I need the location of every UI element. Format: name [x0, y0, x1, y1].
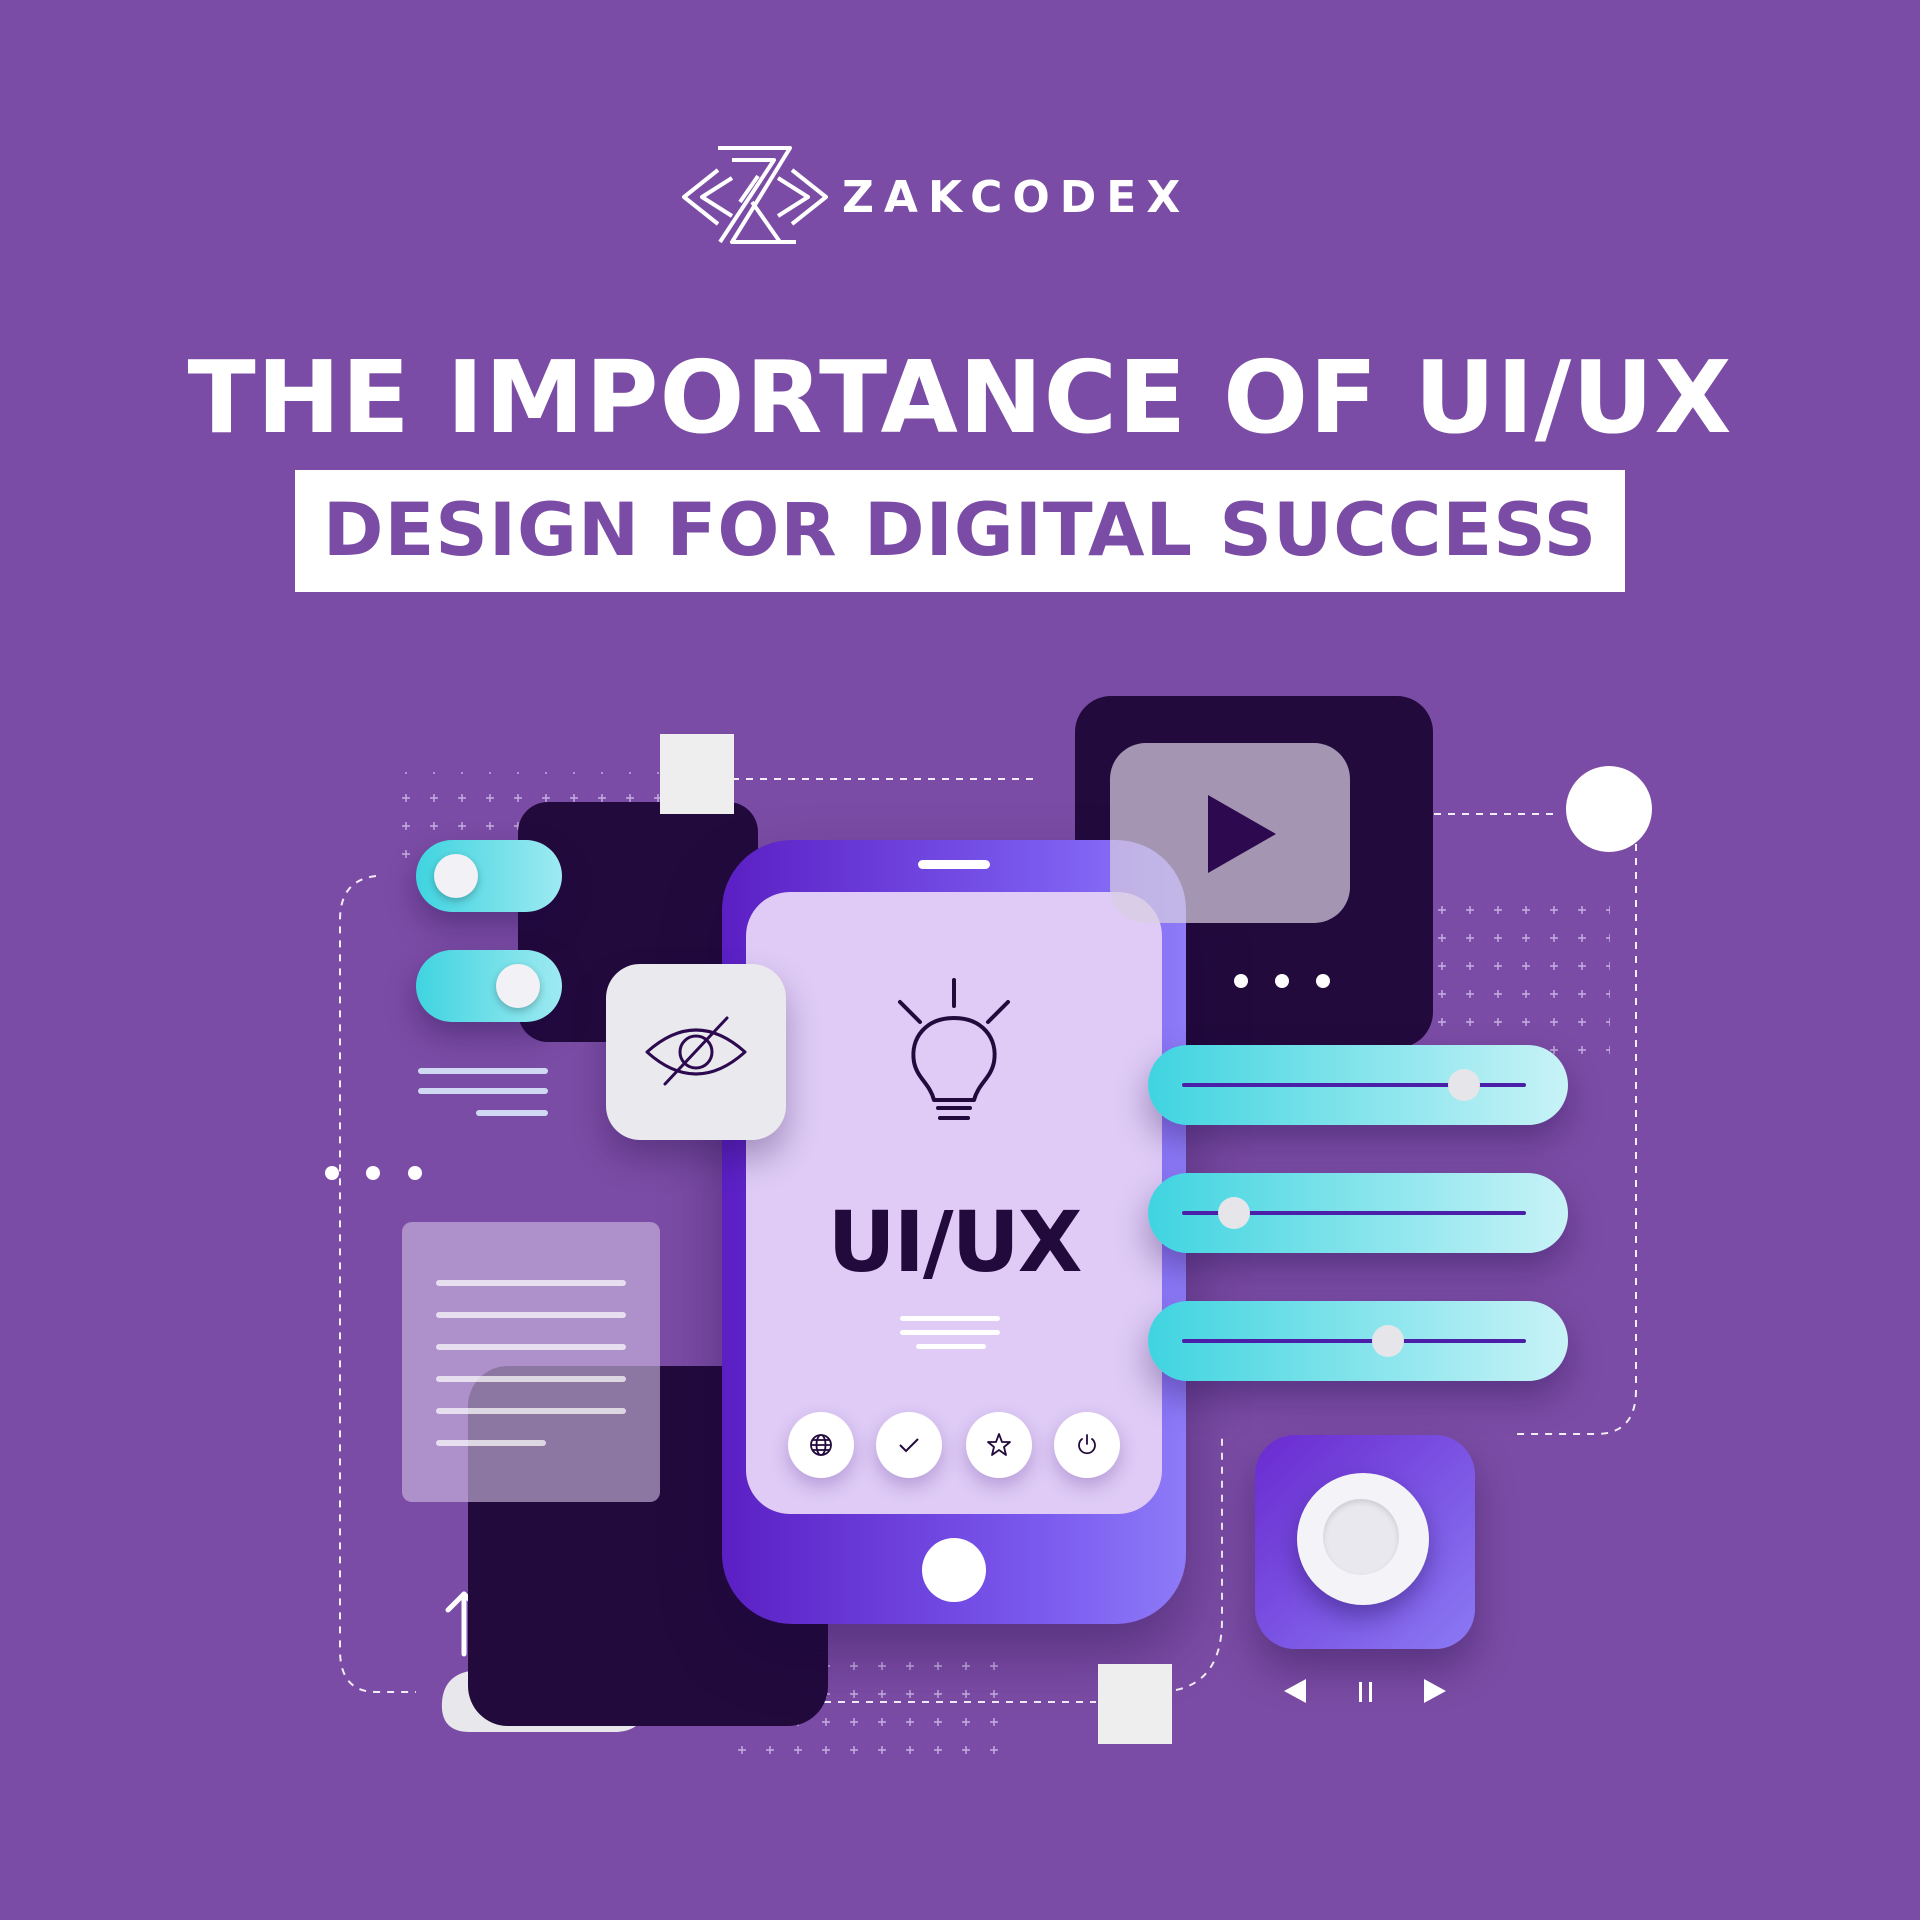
play-icon: [1208, 795, 1276, 873]
globe-icon: [810, 1434, 832, 1456]
record-button[interactable]: [1297, 1473, 1429, 1605]
phone-screen: UI/UX: [746, 892, 1162, 1514]
text-line: [476, 1110, 548, 1116]
page-title: THE IMPORTANCE OF UI/UX: [187, 339, 1733, 456]
text-line: [418, 1088, 548, 1094]
dot: [1316, 974, 1330, 988]
phone-label: UI/UX: [827, 1193, 1082, 1291]
slider-thumb[interactable]: [1372, 1325, 1405, 1357]
dot: [408, 1166, 422, 1180]
toggle-knob: [434, 854, 478, 898]
circle-shape: [1566, 766, 1652, 852]
text-line: [916, 1344, 986, 1349]
zakcodex-logo-icon: [682, 146, 828, 244]
brand-logo: ZAKCODEX: [680, 142, 1240, 252]
record-button-center: [1323, 1499, 1399, 1575]
page-subtitle: DESIGN FOR DIGITAL SUCCESS: [322, 488, 1598, 573]
dot: [1234, 974, 1248, 988]
phone-speaker: [918, 860, 990, 869]
star-button[interactable]: [966, 1412, 1032, 1478]
pause-icon[interactable]: [1354, 1680, 1378, 1704]
slider-thumb[interactable]: [1217, 1197, 1250, 1229]
eye-off-icon: [645, 1016, 747, 1086]
slider-track: [1182, 1083, 1526, 1087]
slider-1[interactable]: [1148, 1045, 1568, 1125]
toggle-switch-2[interactable]: [416, 950, 562, 1022]
text-line: [436, 1376, 626, 1382]
toggle-switch-1[interactable]: [416, 840, 562, 912]
brand-name: ZAKCODEX: [842, 172, 1191, 223]
record-card: [1255, 1435, 1475, 1649]
document-card: [402, 1222, 660, 1502]
power-icon: [1078, 1434, 1096, 1455]
slider-thumb[interactable]: [1448, 1069, 1481, 1101]
dot: [325, 1166, 339, 1180]
star-icon: [987, 1433, 1011, 1456]
slider-track: [1182, 1339, 1526, 1343]
text-line: [418, 1068, 548, 1074]
text-line: [436, 1280, 626, 1286]
check-icon: [899, 1438, 919, 1453]
text-line: [900, 1330, 1000, 1335]
text-line: [436, 1440, 546, 1446]
check-button[interactable]: [876, 1412, 942, 1478]
text-line: [436, 1344, 626, 1350]
text-line: [436, 1408, 626, 1414]
square-shape: [1098, 1664, 1172, 1744]
slider-3[interactable]: [1148, 1301, 1568, 1381]
slider-2[interactable]: [1148, 1173, 1568, 1253]
subtitle-banner: DESIGN FOR DIGITAL SUCCESS: [295, 470, 1625, 592]
play-icon[interactable]: [1420, 1676, 1450, 1706]
power-button[interactable]: [1054, 1412, 1120, 1478]
globe-button[interactable]: [788, 1412, 854, 1478]
slider-track: [1182, 1211, 1526, 1215]
lightbulb-icon: [898, 978, 1010, 1120]
toggle-knob: [496, 964, 540, 1008]
text-line: [436, 1312, 626, 1318]
dot: [1275, 974, 1289, 988]
previous-icon[interactable]: [1280, 1676, 1310, 1706]
square-shape: [660, 734, 734, 814]
dot: [366, 1166, 380, 1180]
phone-mockup: UI/UX: [722, 840, 1186, 1624]
phone-home-button[interactable]: [922, 1538, 986, 1602]
video-player[interactable]: [1110, 743, 1350, 923]
text-line: [900, 1316, 1000, 1321]
hide-visibility-button[interactable]: [606, 964, 786, 1140]
